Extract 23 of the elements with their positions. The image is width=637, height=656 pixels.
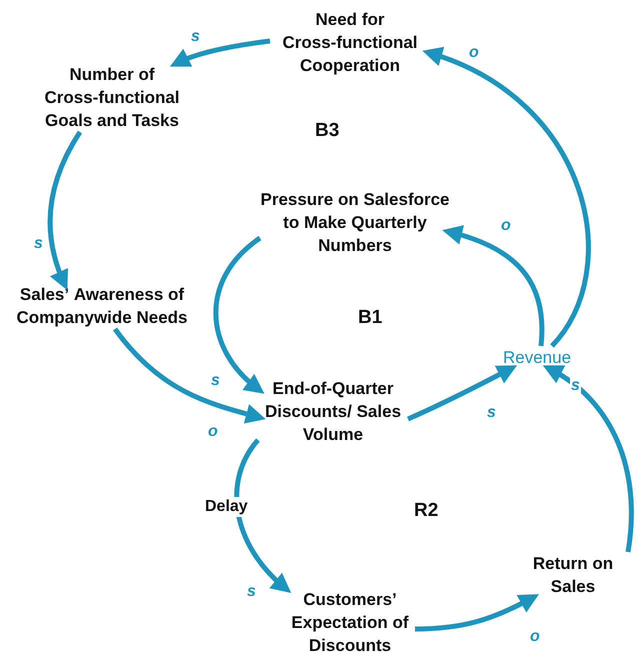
arrow [406, 365, 518, 422]
variable-label: End-of-Quarter Discounts/ Sales Volume [264, 378, 402, 446]
arrow [213, 236, 264, 394]
arrow [543, 365, 634, 552]
arrow [234, 438, 291, 594]
arrow [442, 226, 544, 346]
variable-label: Revenue [502, 347, 572, 369]
variable-label: Return on Sales [532, 553, 614, 598]
loop-label: B3 [315, 120, 340, 142]
loop-label: R2 [414, 500, 438, 522]
arrow [48, 130, 82, 290]
variable-label: Sales’ Awareness of Companywide Needs [15, 284, 188, 329]
variable-label: Pressure on Salesforce to Make Quarterly Numbers [260, 189, 450, 257]
arrow [113, 327, 266, 424]
edge-label: s [570, 378, 581, 394]
variable-label: Customers’ Expectation of Discounts [290, 589, 410, 656]
loop-label: B1 [358, 307, 382, 329]
arrow [170, 38, 270, 67]
arrow [414, 594, 540, 632]
arrow [422, 48, 591, 348]
variable-label: Number of Cross-functional Goals and Tasks [43, 64, 181, 132]
variable-label: Need for Cross-functional Cooperation [281, 9, 419, 77]
delay-label: Delay [203, 497, 250, 517]
